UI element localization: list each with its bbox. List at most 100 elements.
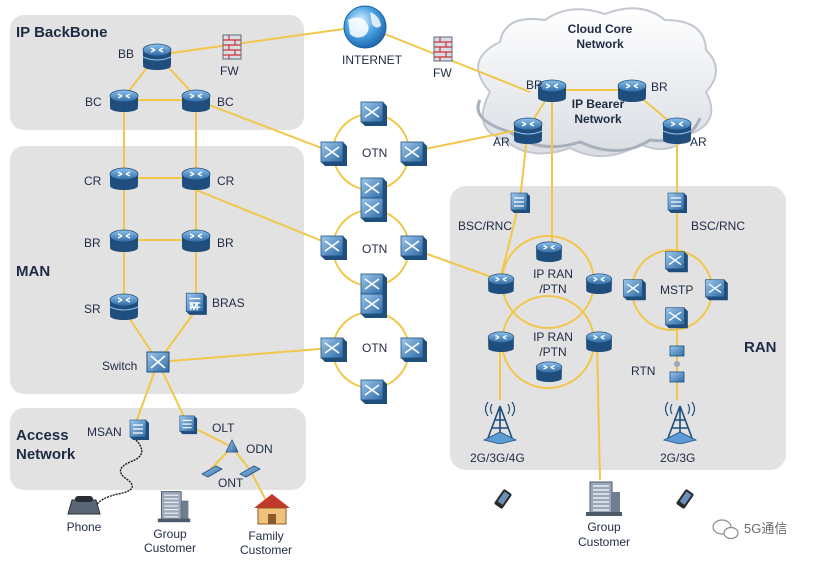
group-customer-building-icon	[157, 490, 191, 523]
mstp-node-icon	[704, 279, 728, 301]
odn-label: ODN	[246, 442, 273, 456]
otn-node-icon	[400, 141, 427, 167]
wechat-icon	[712, 519, 739, 540]
ar-label-left: AR	[493, 135, 510, 149]
region-access-network	[10, 408, 306, 490]
br-label-cloud-right: BR	[651, 80, 668, 94]
ipran-router-icon	[487, 273, 515, 294]
br-router-icon	[617, 79, 647, 102]
group-customer-right-line1: Group	[587, 520, 621, 534]
bras-label: BRAS	[212, 296, 245, 310]
phone-cord	[95, 439, 143, 507]
otn-node-icon	[360, 197, 387, 223]
internet-label: INTERNET	[342, 53, 403, 67]
bc-label-right: BC	[217, 95, 234, 109]
ip-ran-label-line2-b: /PTN	[539, 345, 566, 359]
region-man	[10, 146, 304, 394]
otn-node-icon	[360, 293, 387, 319]
cr-label-left: CR	[84, 174, 102, 188]
gen-23-label: 2G/3G	[660, 451, 695, 465]
br-label-cloud-left: BR	[526, 78, 543, 92]
mobile-phone-icon	[675, 488, 695, 510]
bb-label: BB	[118, 47, 134, 61]
mstp-node-icon	[664, 307, 688, 329]
access-network-label-line2: Network	[16, 446, 76, 463]
switch-label: Switch	[102, 359, 137, 373]
bsc-rnc-icon	[667, 192, 688, 214]
otn-node-icon	[320, 235, 347, 261]
group-customer-left-line1: Group	[153, 527, 187, 541]
bras-icon: M	[185, 292, 208, 316]
switch-icon	[146, 351, 170, 373]
ip-bearer-label-line2: Network	[574, 112, 622, 126]
olt-label: OLT	[212, 421, 235, 435]
watermark-text: 5G通信	[744, 521, 787, 536]
ipran-router-icon	[585, 331, 613, 352]
ipran-router-icon	[535, 361, 563, 382]
family-customer-line1: Family	[248, 529, 283, 543]
group-customer-right-line2: Customer	[578, 535, 630, 549]
ont-label: ONT	[218, 476, 244, 490]
family-customer-line2: Customer	[240, 543, 292, 557]
ip-ran-label-line1-a: IP RAN	[533, 267, 573, 281]
cr-router-icon	[181, 167, 211, 190]
ar-label-right: AR	[690, 135, 707, 149]
man-label: MAN	[16, 263, 50, 280]
ip-ran-label-line2-a: /PTN	[539, 282, 566, 296]
phone-icon	[67, 496, 101, 515]
ip-bearer-label-line1: IP Bearer	[572, 97, 625, 111]
bb-router-icon	[142, 43, 172, 70]
br-router-icon	[109, 229, 139, 252]
group-customer-left-line2: Customer	[144, 541, 196, 555]
br-router-icon	[181, 229, 211, 252]
otn-node-icon	[400, 337, 427, 363]
cloud-core-label-line1: Cloud Core	[568, 22, 633, 36]
bc-router-icon	[109, 89, 139, 112]
cloud-core-label-line2: Network	[576, 37, 624, 51]
bsc-rnc-label-left: BSC/RNC	[458, 219, 512, 233]
internet-globe-icon	[343, 5, 387, 49]
firewall-icon	[222, 34, 242, 60]
bc-label-left: BC	[85, 95, 102, 109]
group-customer-building-icon	[585, 481, 623, 517]
ipran-router-icon	[535, 241, 563, 262]
ran-label: RAN	[744, 339, 777, 356]
mobile-phone-icon	[493, 488, 513, 510]
region-ran	[450, 186, 786, 470]
br-label-right: BR	[217, 236, 234, 250]
otn-node-icon	[320, 337, 347, 363]
ip-backbone-label: IP BackBone	[16, 24, 107, 41]
olt-icon	[179, 415, 198, 435]
otn-node-icon	[400, 235, 427, 261]
odn-icon	[225, 439, 239, 453]
cr-label-right: CR	[217, 174, 235, 188]
mstp-node-icon	[622, 279, 646, 301]
ar-router-icon	[513, 117, 543, 144]
msan-label: MSAN	[87, 425, 122, 439]
otn-label-3: OTN	[362, 341, 387, 355]
firewall-icon	[433, 36, 453, 62]
cr-router-icon	[109, 167, 139, 190]
br-label-left: BR	[84, 236, 101, 250]
house-icon	[254, 494, 290, 525]
ipran-router-icon	[585, 273, 613, 294]
ar-router-icon	[662, 117, 692, 144]
mstp-label: MSTP	[660, 283, 693, 297]
gen-234-label: 2G/3G/4G	[470, 451, 525, 465]
sr-label: SR	[84, 302, 101, 316]
fw-label-backbone: FW	[220, 64, 239, 78]
ip-ran-label-line1-b: IP RAN	[533, 330, 573, 344]
access-network-label-line1: Access	[16, 427, 69, 444]
rtn-label: RTN	[631, 364, 655, 378]
otn-node-icon	[360, 101, 387, 127]
phone-label: Phone	[67, 520, 102, 534]
bsc-rnc-label-right: BSC/RNC	[691, 219, 745, 233]
svg-text:M: M	[189, 301, 198, 313]
bsc-rnc-icon	[510, 192, 531, 214]
fw-label-cloud: FW	[433, 66, 452, 80]
otn-node-icon	[320, 141, 347, 167]
ipran-router-icon	[487, 331, 515, 352]
msan-icon	[129, 419, 150, 441]
otn-label-1: OTN	[362, 146, 387, 160]
